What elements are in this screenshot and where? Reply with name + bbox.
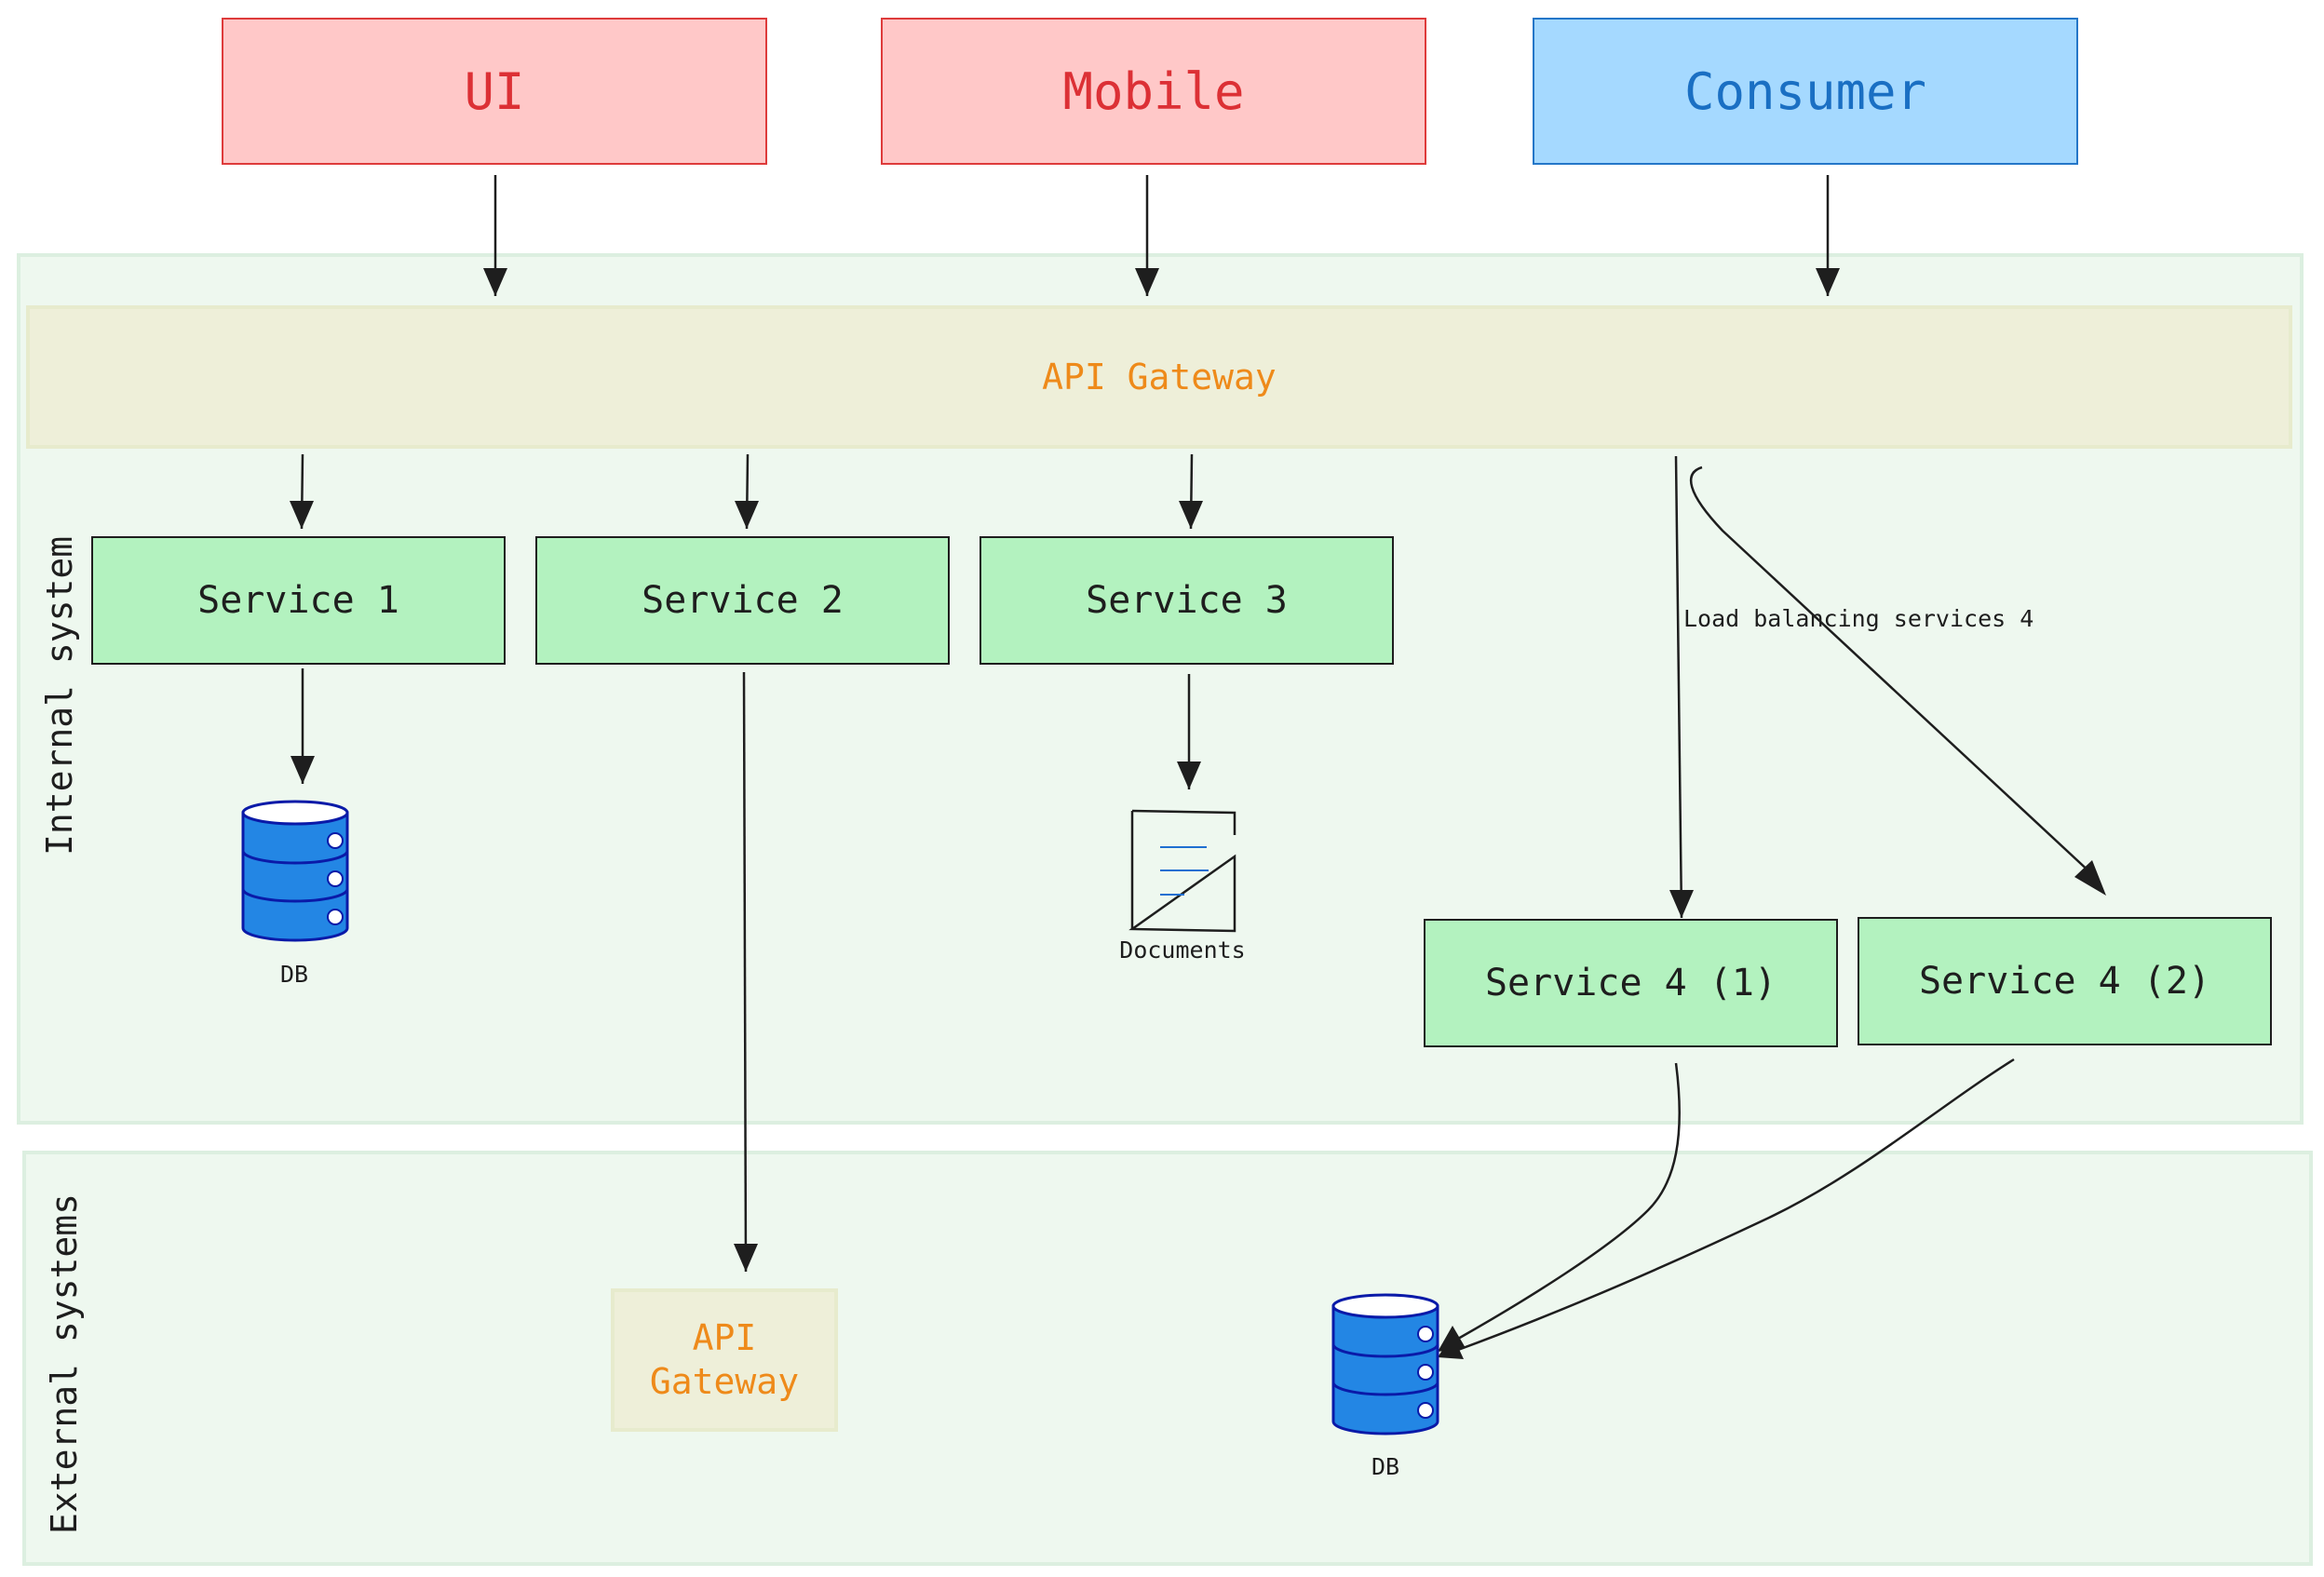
service-4-1-box[interactable]: Service 4 (1) bbox=[1424, 919, 1838, 1047]
service3-doc-arrowhead bbox=[1177, 762, 1201, 789]
external-database-icon bbox=[1331, 1293, 1439, 1435]
api-gateway-bar[interactable]: API Gateway bbox=[26, 305, 2292, 449]
service4-1-to-db-arrow bbox=[1457, 1062, 1681, 1341]
load-balancing-label: Load balancing services 4 bbox=[1683, 605, 2034, 632]
external-gateway-line1: API bbox=[692, 1316, 757, 1358]
service1-arrowhead bbox=[290, 501, 314, 529]
service4-2-arrowhead bbox=[2074, 860, 2106, 896]
consumer-client-box[interactable]: Consumer bbox=[1533, 18, 2078, 165]
mobile-client-box[interactable]: Mobile bbox=[881, 18, 1426, 165]
service4-1-arrowhead bbox=[1669, 890, 1694, 918]
service2-to-external-gateway-arrow bbox=[742, 671, 748, 1273]
service-1-box[interactable]: Service 1 bbox=[91, 536, 506, 665]
ui-client-box[interactable]: UI bbox=[222, 18, 767, 165]
document-icon bbox=[1128, 809, 1236, 933]
service2-ext-arrowhead bbox=[734, 1244, 758, 1272]
external-systems-group bbox=[22, 1151, 2313, 1566]
service1-db-arrowhead bbox=[290, 756, 315, 784]
consumer-arrowhead bbox=[1816, 268, 1840, 296]
ui-arrowhead bbox=[483, 268, 507, 296]
gateway-to-service4-1-arrow bbox=[1674, 455, 1683, 919]
service-2-box[interactable]: Service 2 bbox=[535, 536, 950, 665]
service4-2-db-arrowhead bbox=[1438, 1335, 1464, 1359]
service-4-2-box[interactable]: Service 4 (2) bbox=[1858, 917, 2272, 1045]
mobile-arrowhead bbox=[1135, 268, 1159, 296]
database-icon bbox=[241, 800, 349, 942]
external-api-gateway-box[interactable]: API Gateway bbox=[611, 1288, 838, 1432]
gateway-to-service4-2-arrow bbox=[1689, 465, 2094, 876]
service4-2-to-db-arrow bbox=[1457, 1058, 2015, 1352]
service-3-box[interactable]: Service 3 bbox=[980, 536, 1394, 665]
db-label-internal: DB bbox=[279, 961, 309, 988]
service3-arrowhead bbox=[1179, 501, 1203, 529]
service2-arrowhead bbox=[735, 501, 759, 529]
external-gateway-line2: Gateway bbox=[649, 1361, 800, 1402]
db-label-external: DB bbox=[1371, 1453, 1400, 1480]
documents-label: Documents bbox=[1119, 937, 1246, 964]
